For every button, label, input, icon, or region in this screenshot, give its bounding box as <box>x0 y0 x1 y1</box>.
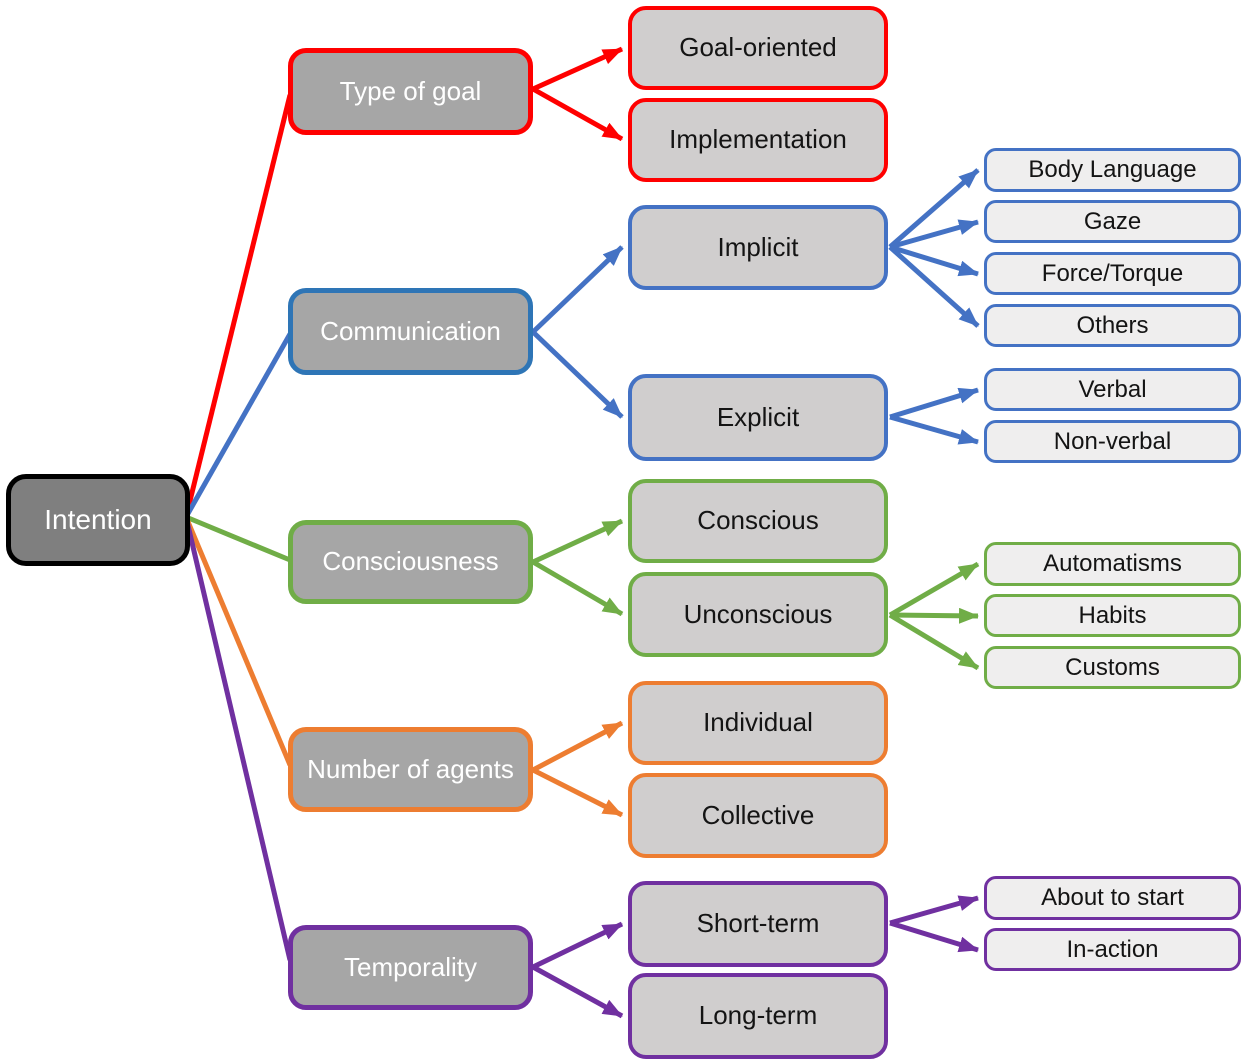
arrow-number-of-agents-individual <box>531 720 624 773</box>
node-implementation: Implementation <box>628 98 888 182</box>
arrow-consciousness-conscious <box>531 518 624 565</box>
node-body-language: Body Language <box>984 148 1241 192</box>
node-others: Others <box>984 304 1241 347</box>
node-collective: Collective <box>628 773 888 858</box>
arrow-short-term-about-to-start <box>889 895 979 926</box>
arrow-short-term-in-action <box>889 920 979 953</box>
connector-intention-communication <box>183 332 293 519</box>
node-about-to-start: About to start <box>984 876 1241 920</box>
node-in-action: In-action <box>984 928 1241 971</box>
arrow-explicit-verbal <box>889 387 979 420</box>
connector-intention-type-of-goal <box>183 94 293 518</box>
node-consciousness: Consciousness <box>288 520 533 604</box>
arrow-implicit-force-torque <box>889 244 979 277</box>
node-long-term: Long-term <box>628 973 888 1059</box>
arrow-explicit-non-verbal <box>889 414 979 445</box>
node-automatisms: Automatisms <box>984 542 1241 586</box>
node-type-of-goal: Type of goal <box>288 48 533 135</box>
node-implicit: Implicit <box>628 205 888 290</box>
node-temporality: Temporality <box>288 925 533 1010</box>
connector-intention-consciousness <box>185 514 291 563</box>
node-explicit: Explicit <box>628 374 888 461</box>
node-customs: Customs <box>984 646 1241 689</box>
arrow-type-of-goal-goal-oriented <box>531 46 624 92</box>
arrow-number-of-agents-collective <box>531 767 624 818</box>
node-individual: Individual <box>628 681 888 765</box>
arrow-temporality-short-term <box>531 921 624 970</box>
arrow-unconscious-automatisms <box>888 561 980 618</box>
node-short-term: Short-term <box>628 881 888 967</box>
node-intention: Intention <box>6 474 190 566</box>
node-non-verbal: Non-verbal <box>984 420 1241 463</box>
arrow-temporality-long-term <box>531 964 624 1019</box>
node-number-of-agents: Number of agents <box>288 727 533 812</box>
node-unconscious: Unconscious <box>628 572 888 657</box>
arrow-communication-implicit <box>531 245 624 334</box>
connector-intention-number-of-agents <box>183 516 293 766</box>
arrow-unconscious-habits <box>889 607 979 624</box>
arrow-consciousness-unconscious <box>531 559 624 617</box>
node-communication: Communication <box>288 288 533 375</box>
node-verbal: Verbal <box>984 368 1241 411</box>
arrow-implicit-gaze <box>889 219 979 250</box>
node-gaze: Gaze <box>984 200 1241 243</box>
node-goal-oriented: Goal-oriented <box>628 6 888 90</box>
node-habits: Habits <box>984 594 1241 637</box>
arrow-unconscious-customs <box>888 612 980 671</box>
arrow-implicit-body-language <box>888 168 980 249</box>
arrow-implicit-others <box>888 245 980 328</box>
connector-intention-temporality <box>183 516 293 961</box>
arrow-communication-explicit <box>531 330 624 419</box>
node-conscious: Conscious <box>628 479 888 563</box>
arrow-type-of-goal-implementation <box>531 86 624 142</box>
node-force-torque: Force/Torque <box>984 252 1241 295</box>
